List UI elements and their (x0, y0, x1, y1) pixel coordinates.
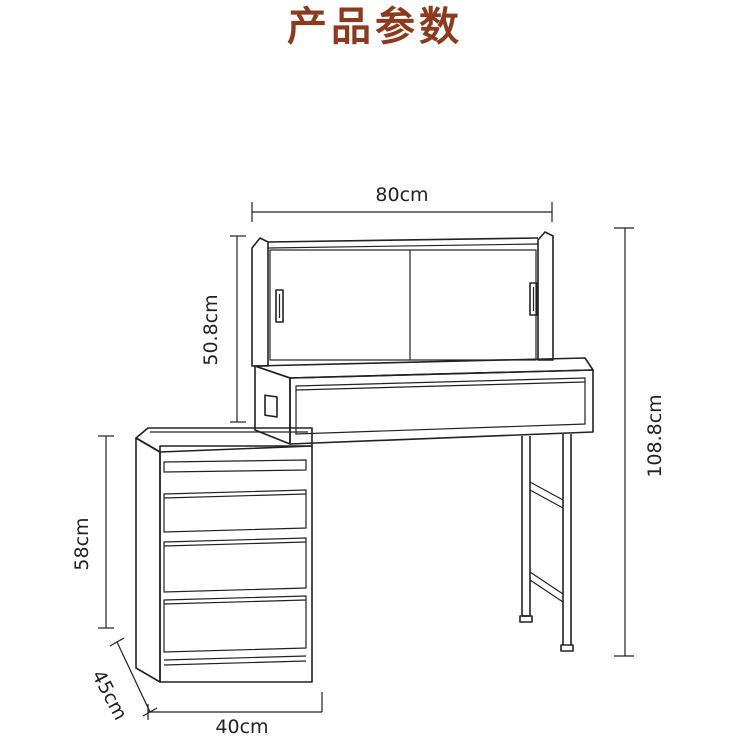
desk-legs (519, 434, 574, 652)
dimension-label-total-height: 108.8cm (644, 394, 666, 477)
dimension-lines (98, 202, 634, 720)
drawer-cabinet (135, 427, 313, 683)
left-door-handle (275, 289, 284, 323)
hutch (251, 231, 554, 367)
right-door-handle (529, 282, 538, 316)
dimension-label-cabinet-height: 58cm (71, 517, 93, 570)
dimension-label-width-top: 80cm (375, 184, 428, 206)
page-title: 产品参数 (287, 4, 463, 50)
dimension-label-hutch-height: 50.8cm (200, 294, 222, 365)
side-port (264, 394, 278, 418)
desk-body (254, 357, 594, 445)
dimension-label-cabinet-depth: 45cm (87, 667, 131, 724)
dimension-label-cabinet-width: 40cm (215, 716, 268, 738)
